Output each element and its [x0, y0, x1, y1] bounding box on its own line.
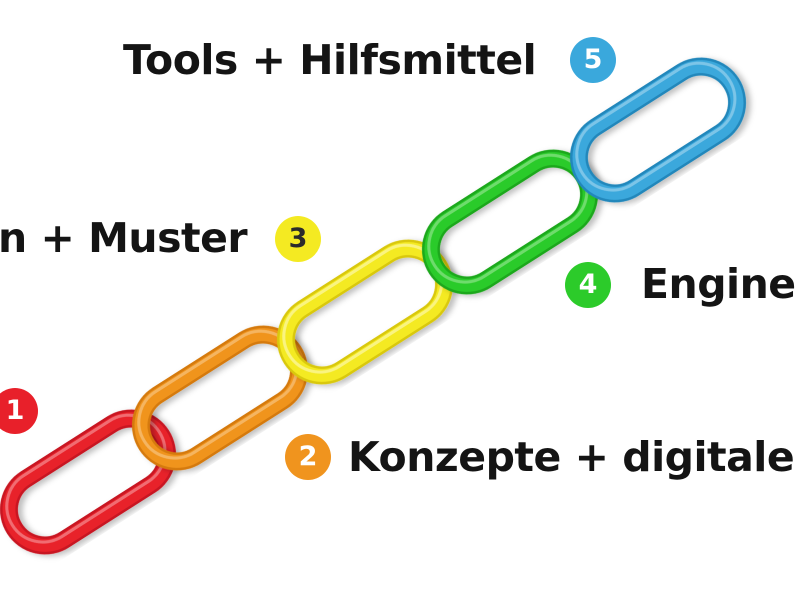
step-3-label: n + Muster — [0, 214, 248, 262]
step-2-label: Konzepte + digitale — [348, 433, 795, 481]
step-3-badge: 3 — [275, 216, 321, 262]
step-2-badge: 2 — [285, 434, 331, 480]
step-5-label: Tools + Hilfsmittel — [123, 36, 537, 84]
chain-link-red — [0, 409, 177, 555]
step-4-badge: 4 — [565, 262, 611, 308]
chain-link-blue — [569, 57, 747, 203]
step-4-label: Engine — [641, 260, 796, 308]
step-5-badge: 5 — [570, 37, 616, 83]
step-1-badge: 1 — [0, 388, 38, 434]
